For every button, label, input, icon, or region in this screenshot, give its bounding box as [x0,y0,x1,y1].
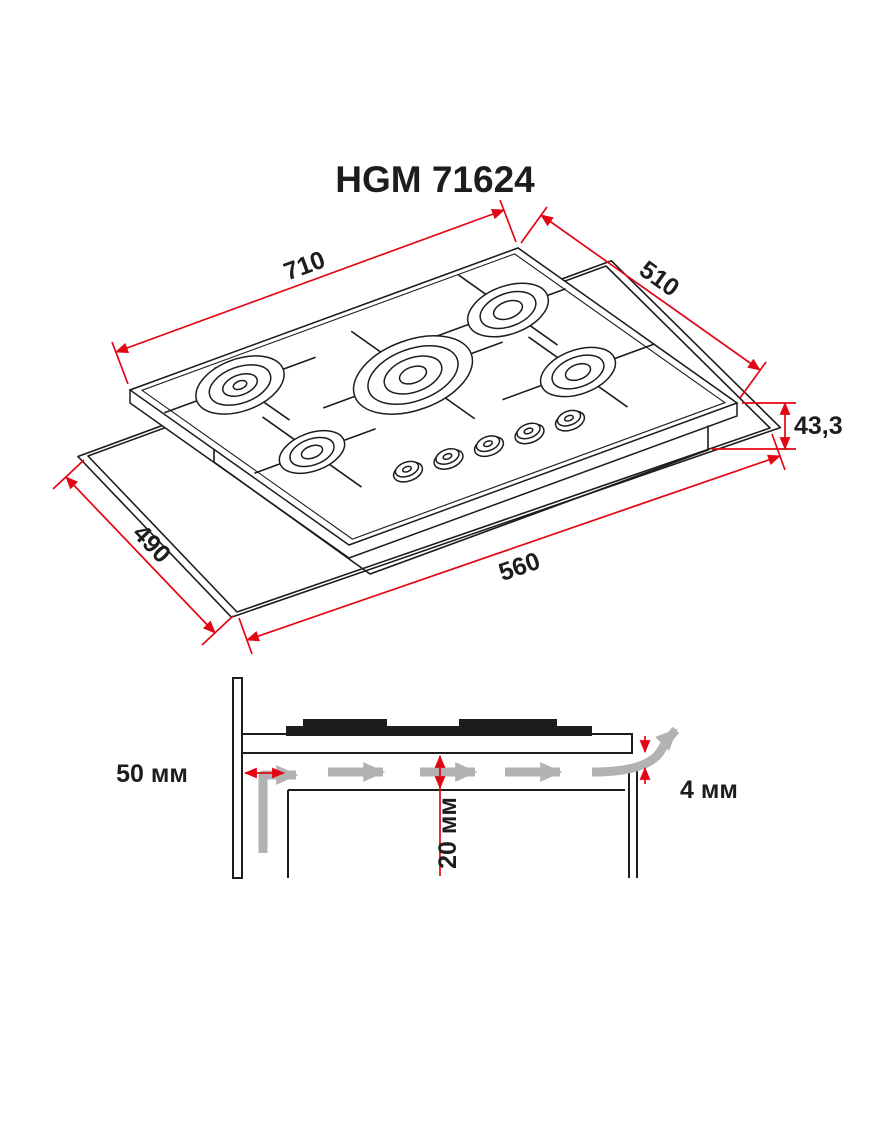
dimension-wall-clearance: 50 мм [116,760,286,788]
bottom-clearance-label: 20 мм [434,797,462,869]
airflow-arrow-outlet [591,726,680,777]
dimension-bottom-clearance: 20 мм [434,754,462,876]
airflow-arrows [258,726,680,853]
dimension-cutout-depth-label: 490 [127,519,176,569]
dimension-height-label: 43,3 [794,412,843,440]
installation-section-view: 50 мм 20 мм 4 мм [116,677,738,879]
hob-cross-section [286,719,592,736]
dimension-width-label: 710 [280,246,329,287]
cabinet-section [287,767,638,878]
knob [554,409,586,432]
dimension-rear-gap: 4 мм [639,736,738,804]
airflow-arrow-inlet [258,765,299,853]
countertop-section [242,733,633,754]
wall-section [232,677,243,879]
burner-center-wok [352,335,474,415]
hob-isometric-view: 710 510 43,3 490 560 [52,199,843,655]
knob [514,422,545,445]
dimension-cutout-depth-490: 490 [52,459,234,646]
dimension-height-43-3: 43,3 [712,401,843,451]
burner-left [195,355,285,415]
dimension-depth-label: 510 [634,255,684,302]
wall-clearance-label: 50 мм [116,760,188,788]
dimension-cutout-width-label: 560 [495,547,544,587]
model-title: HGM 71624 [335,159,535,200]
rear-gap-label: 4 мм [680,776,738,804]
